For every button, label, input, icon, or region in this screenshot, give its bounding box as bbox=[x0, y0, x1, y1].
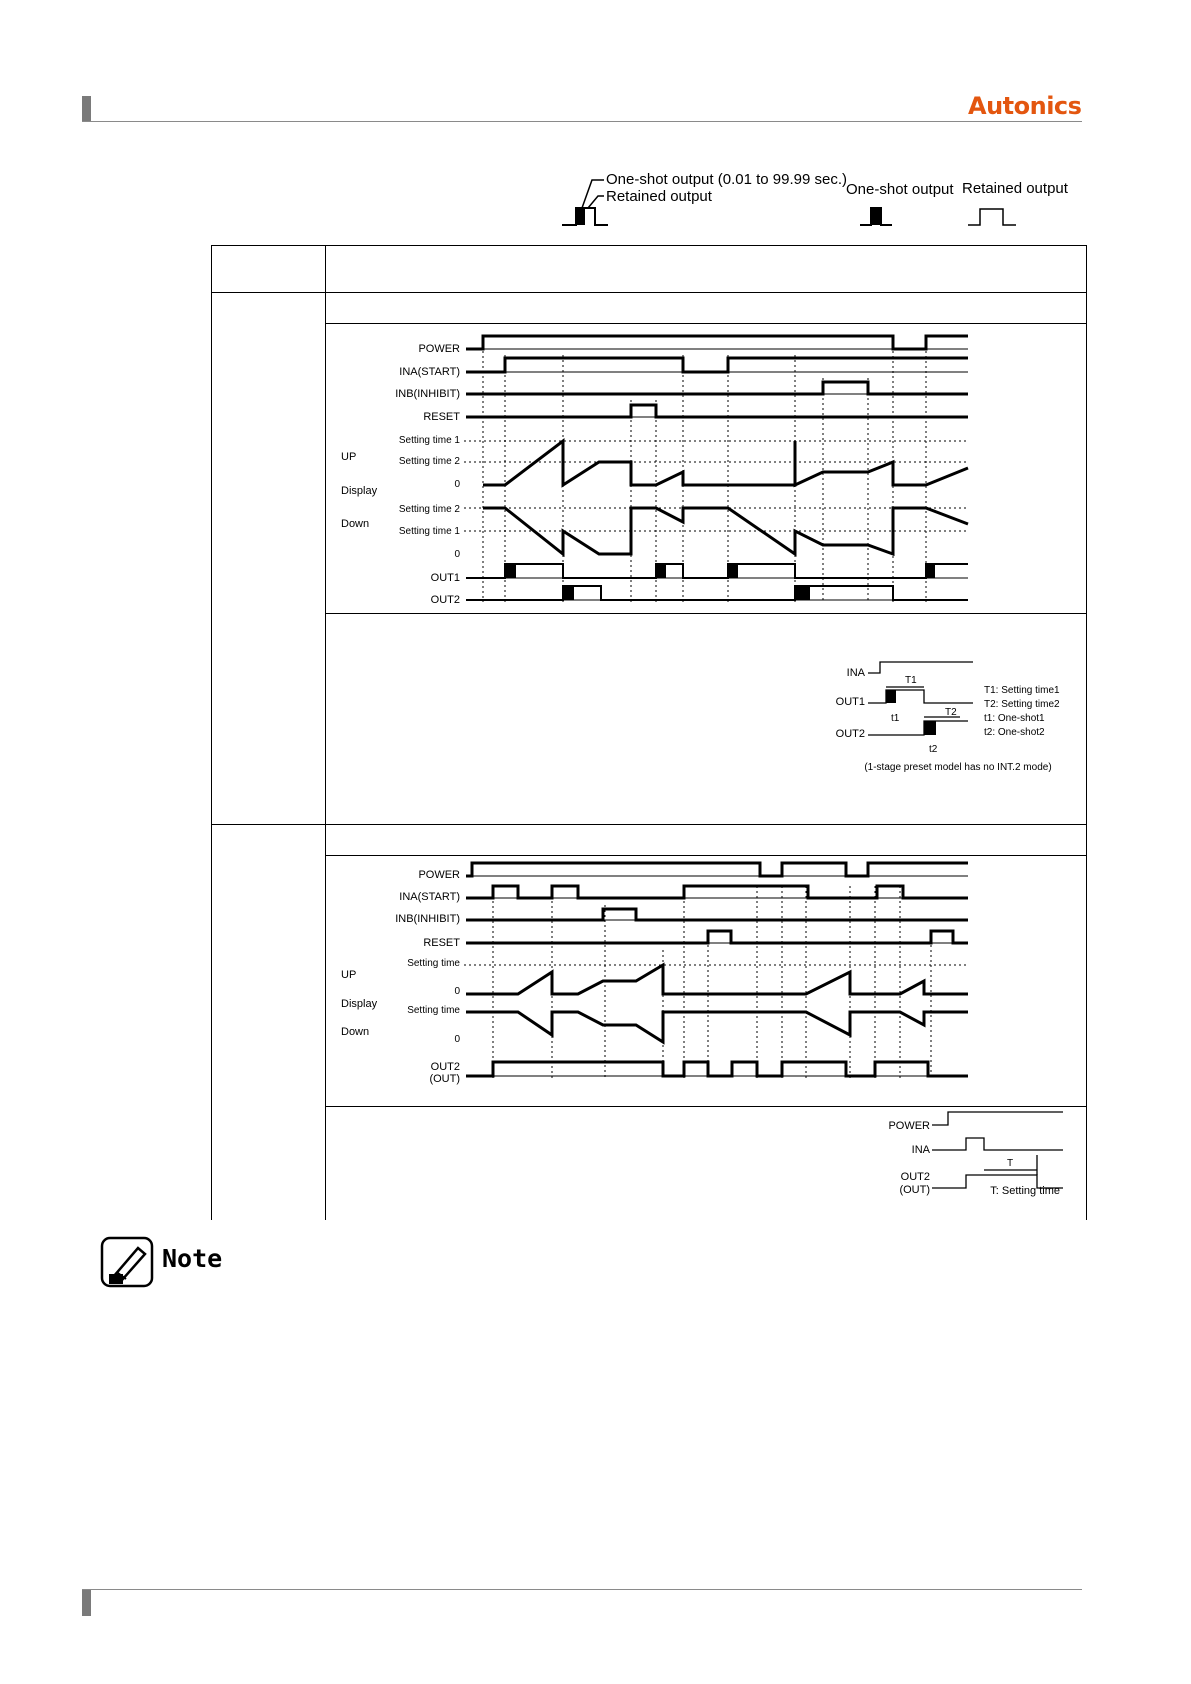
d1-label-up-st2: Setting time 2 bbox=[399, 456, 461, 467]
d1-power-wave bbox=[466, 334, 968, 351]
inset1-waves bbox=[868, 661, 973, 736]
legend-retained: Retained output bbox=[606, 188, 713, 205]
retained-icon bbox=[968, 208, 1016, 226]
inset2-out2: OUT2 bbox=[901, 1171, 930, 1183]
inset1-legend-2: T2: Setting time2 bbox=[984, 699, 1060, 710]
mode-table bbox=[211, 245, 1087, 1220]
header-rule bbox=[82, 121, 1082, 122]
d1-label-out1: OUT1 bbox=[431, 572, 460, 584]
timing-diagram-2: POWER INA(START) INB(INHIBIT) RESET Sett… bbox=[341, 861, 968, 1085]
timing-diagram-1: POWER INA(START) INB(INHIBIT) RESET Sett… bbox=[341, 334, 969, 606]
d1-out1-wave bbox=[466, 563, 968, 579]
timing-inset-1: INA OUT1 OUT2 T1 T2 t1 t2 T1: Setting ti… bbox=[836, 661, 1060, 773]
d2-label-up: UP bbox=[341, 969, 356, 981]
legend-retained-label: Retained output bbox=[962, 180, 1069, 197]
brand-logo: Autonics bbox=[968, 92, 1082, 120]
inset1-labels: INA OUT1 OUT2 T1 T2 t1 t2 T1: Setting ti… bbox=[836, 667, 1060, 773]
d2-reset-wave bbox=[466, 929, 968, 945]
d2-inb-wave bbox=[466, 907, 968, 922]
d2-label-out: (OUT) bbox=[429, 1073, 460, 1085]
d2-label-out2: OUT2 bbox=[431, 1061, 460, 1073]
d1-reset-wave bbox=[466, 403, 968, 419]
d1-label-power: POWER bbox=[418, 343, 460, 355]
d1-label-out2: OUT2 bbox=[431, 594, 460, 606]
inset1-footnote: (1-stage preset model has no INT.2 mode) bbox=[864, 762, 1051, 773]
inset1-ina: INA bbox=[847, 667, 866, 679]
d2-out-wave bbox=[466, 1060, 968, 1078]
inset1-out1: OUT1 bbox=[836, 696, 865, 708]
d1-label-display: Display bbox=[341, 485, 378, 497]
inset1-legend-3: t1: One-shot1 bbox=[984, 713, 1045, 724]
inset1-legend-1: T1: Setting time1 bbox=[984, 685, 1060, 696]
d1-inb-wave bbox=[466, 380, 968, 396]
inset1-legend-4: t2: One-shot2 bbox=[984, 727, 1045, 738]
d2-baselines bbox=[466, 875, 968, 1077]
inset1-t1s: t1 bbox=[891, 713, 900, 724]
inset2-labels: POWER INA OUT2 (OUT) T T: Setting time bbox=[888, 1120, 1060, 1197]
d2-label-down: Down bbox=[341, 1026, 369, 1038]
d1-label-up-zero: 0 bbox=[454, 479, 460, 490]
inset2-out: (OUT) bbox=[899, 1184, 930, 1196]
inset2-caption: T: Setting time bbox=[990, 1185, 1060, 1197]
d1-label-ina: INA(START) bbox=[399, 366, 460, 378]
footer-rule bbox=[82, 1589, 1082, 1590]
d2-ina-wave bbox=[466, 884, 968, 900]
diagram1-signal-labels: POWER INA(START) INB(INHIBIT) RESET Sett… bbox=[395, 343, 460, 606]
d2-guides bbox=[464, 886, 968, 1080]
d1-label-down-zero: 0 bbox=[454, 549, 460, 560]
d2-waveforms bbox=[466, 861, 968, 1078]
header-bar bbox=[82, 96, 91, 122]
one-shot-icon bbox=[860, 207, 892, 226]
inset2-ina: INA bbox=[912, 1144, 931, 1156]
legend-one-shot-label: One-shot output bbox=[846, 181, 954, 198]
diagram1-axis-labels: UP Display Down bbox=[341, 451, 378, 530]
d1-label-down-st2: Setting time 2 bbox=[399, 504, 461, 515]
d1-up-display bbox=[483, 437, 969, 488]
inset1-t1: T1 bbox=[905, 675, 917, 686]
d2-label-inb: INB(INHIBIT) bbox=[395, 913, 460, 925]
note-icon bbox=[100, 1236, 154, 1288]
d1-one-shot-marks bbox=[505, 564, 935, 600]
d2-down-display bbox=[466, 1010, 968, 1045]
diagram2-signal-labels: POWER INA(START) INB(INHIBIT) RESET Sett… bbox=[395, 869, 460, 1085]
legend-one-shot-range: One-shot output (0.01 to 99.99 sec.) bbox=[606, 171, 847, 188]
inset2-t: T bbox=[1007, 1158, 1013, 1169]
inset1-out2: OUT2 bbox=[836, 728, 865, 740]
d2-label-down-st: Setting time bbox=[407, 1005, 460, 1016]
legend-combined-icon bbox=[562, 179, 608, 226]
d2-label-up-zero: 0 bbox=[454, 986, 460, 997]
d1-down-display bbox=[483, 506, 969, 558]
d2-label-up-st: Setting time bbox=[407, 958, 460, 969]
d1-out2-wave bbox=[466, 585, 968, 601]
d2-power-wave bbox=[466, 861, 968, 878]
diagram2-axis-labels: UP Display Down bbox=[341, 969, 378, 1038]
inset2-waves bbox=[932, 1111, 1063, 1189]
inset1-t2: T2 bbox=[945, 707, 957, 718]
inset1-t2s: t2 bbox=[929, 744, 938, 755]
footer-bar bbox=[82, 1590, 91, 1616]
d1-label-inb: INB(INHIBIT) bbox=[395, 388, 460, 400]
inset1-one-shots bbox=[886, 690, 936, 735]
timing-inset-2: POWER INA OUT2 (OUT) T T: Setting time bbox=[888, 1111, 1063, 1197]
d1-ina-wave bbox=[466, 356, 968, 374]
d2-label-ina: INA(START) bbox=[399, 891, 460, 903]
d1-label-down-st1: Setting time 1 bbox=[399, 526, 461, 537]
d1-label-up-st1: Setting time 1 bbox=[399, 435, 461, 446]
d1-label-down: Down bbox=[341, 518, 369, 530]
d1-guides bbox=[464, 336, 968, 602]
d2-label-down-zero: 0 bbox=[454, 1034, 460, 1045]
note-title: Note bbox=[162, 1244, 223, 1273]
d2-label-power: POWER bbox=[418, 869, 460, 881]
d1-label-reset: RESET bbox=[423, 411, 460, 423]
d2-label-display: Display bbox=[341, 998, 378, 1010]
inset2-power: POWER bbox=[888, 1120, 930, 1132]
d2-up-display bbox=[466, 962, 968, 996]
d2-label-reset: RESET bbox=[423, 937, 460, 949]
d1-waveforms bbox=[466, 334, 969, 601]
d1-label-up: UP bbox=[341, 451, 356, 463]
output-legend: One-shot output (0.01 to 99.99 sec.) Ret… bbox=[562, 171, 1069, 226]
